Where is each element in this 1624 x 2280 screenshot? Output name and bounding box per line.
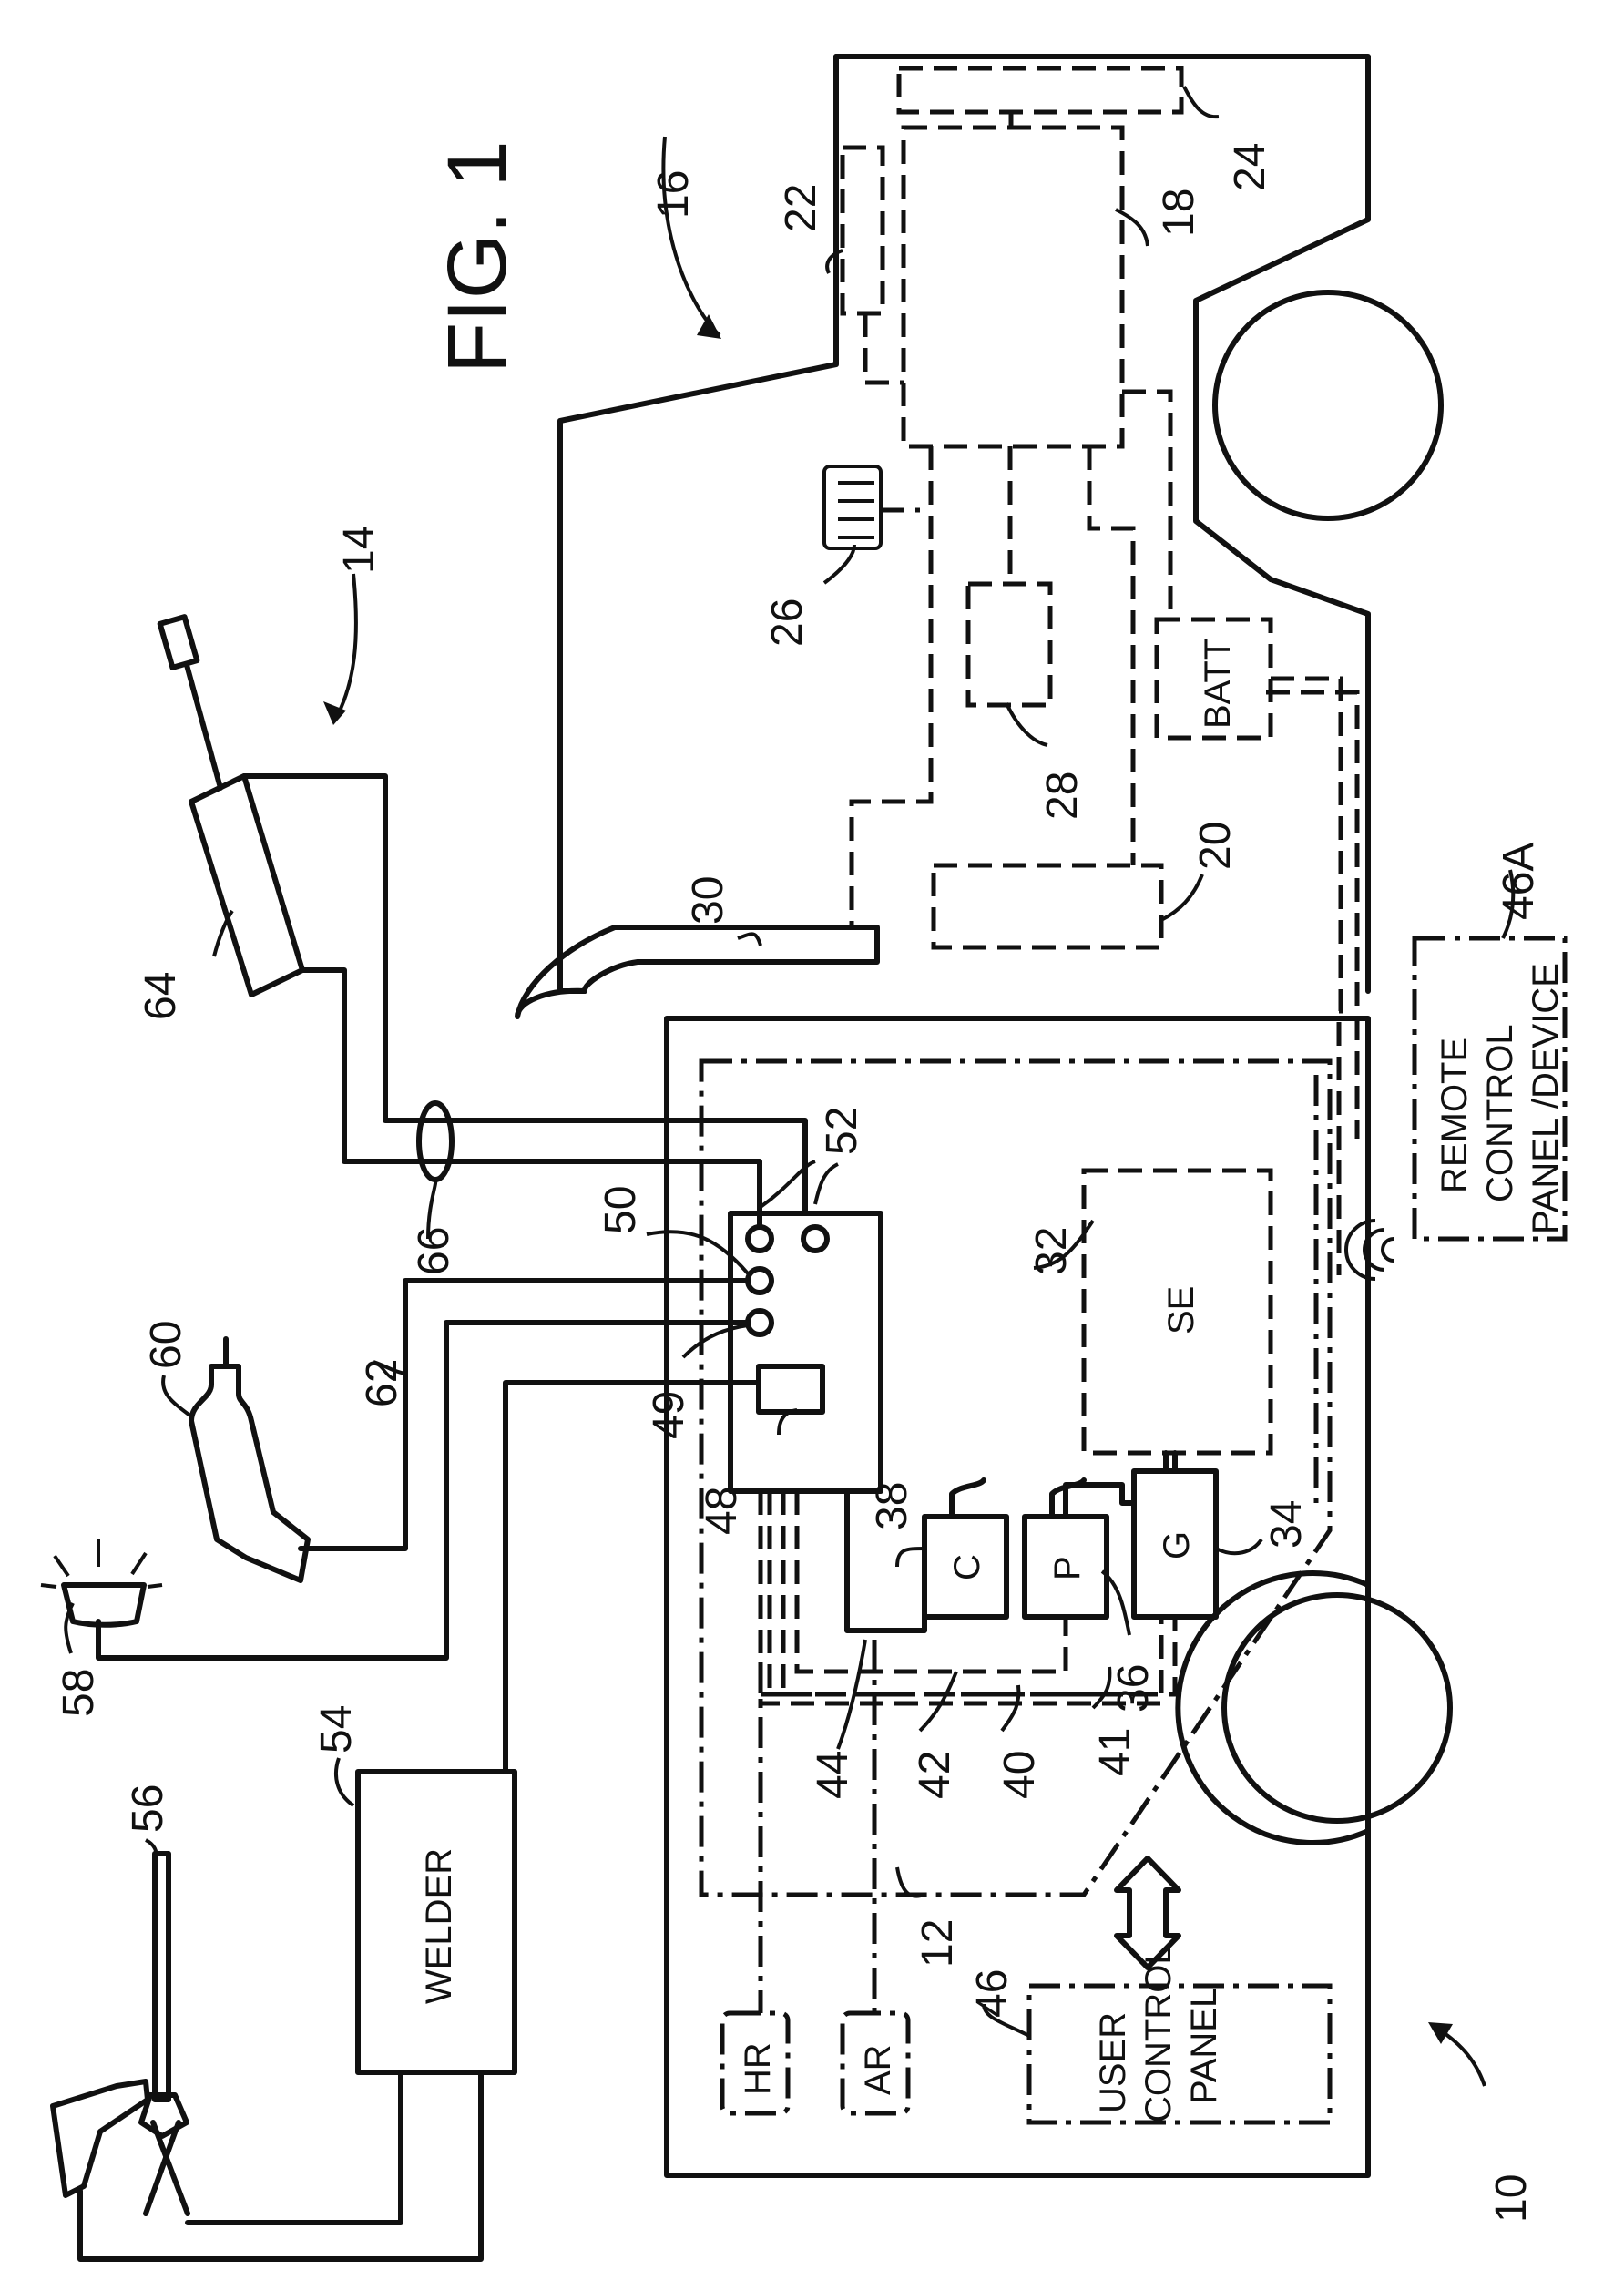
label-user-panel-3: PANEL: [1184, 1988, 1224, 2104]
ref-42: 42: [911, 1751, 959, 1799]
label-c: C: [947, 1554, 987, 1580]
ref-34: 34: [1262, 1500, 1311, 1549]
wireless-icon: [1344, 1219, 1394, 1281]
ref-40: 40: [996, 1751, 1044, 1799]
ref-18: 18: [1155, 189, 1203, 237]
ref-46: 46: [968, 1969, 1016, 2018]
ref-16: 16: [649, 170, 698, 219]
ref-49: 49: [645, 1391, 693, 1439]
ref-12: 12: [914, 1919, 962, 1968]
ref-62: 62: [358, 1359, 406, 1407]
work-light-58: [40, 1320, 751, 1661]
ref-26: 26: [763, 598, 812, 647]
rear-wheel: [1212, 290, 1444, 521]
label-se: SE: [1161, 1286, 1201, 1334]
label-welder: WELDER: [419, 1848, 459, 2004]
ref-36: 36: [1109, 1664, 1158, 1713]
ref-20: 20: [1191, 822, 1240, 870]
ref-28: 28: [1038, 772, 1087, 820]
ref-48: 48: [698, 1487, 746, 1535]
welder-block: [355, 1769, 517, 2075]
tool-60: [189, 1278, 751, 1583]
label-ar: AR: [858, 2044, 898, 2095]
ref-22: 22: [777, 184, 825, 232]
ref-58: 58: [55, 1669, 103, 1717]
label-user-panel-2: CONTROL: [1139, 1944, 1179, 2122]
label-g: G: [1157, 1531, 1197, 1559]
ref-41: 41: [1091, 1728, 1139, 1776]
label-remote-1: REMOTE: [1435, 1038, 1475, 1193]
port-52-b: [801, 1224, 830, 1253]
vehicle-body: [515, 54, 1371, 1019]
welding-gun: [50, 1851, 484, 2262]
ref-52: 52: [818, 1107, 866, 1155]
ref-44: 44: [809, 1751, 857, 1799]
ref-10: 10: [1487, 2174, 1536, 2223]
label-p: P: [1047, 1556, 1088, 1580]
compressor-block: [922, 1514, 1009, 1620]
service-pack-housing: [664, 1016, 1371, 2178]
ref-24: 24: [1226, 143, 1274, 191]
ref-46a: 46A: [1495, 843, 1543, 920]
ref-38: 38: [868, 1482, 916, 1530]
figure-title: FIG. 1: [431, 140, 524, 373]
service-pack-enclosure: [699, 1058, 1333, 1897]
label-batt: BATT: [1198, 639, 1238, 729]
ref-60: 60: [142, 1321, 190, 1369]
label-user-panel-1: USER: [1093, 2012, 1133, 2113]
front-wheel: [1221, 1592, 1453, 1824]
ref-50: 50: [597, 1186, 645, 1234]
ref-56: 56: [124, 1784, 172, 1833]
ref-66: 66: [410, 1227, 458, 1275]
front-fender: [1175, 1570, 1371, 1845]
hydraulic-reservoir: [720, 2010, 791, 2116]
label-remote-3: PANEL /DEVICE: [1526, 963, 1566, 1234]
ref-32: 32: [1027, 1227, 1076, 1275]
label-hr: HR: [738, 2042, 778, 2095]
ref-64: 64: [137, 972, 185, 1020]
label-remote-2: CONTROL: [1480, 1024, 1520, 1202]
ref-54: 54: [312, 1705, 361, 1753]
remote-control-panel: [1412, 936, 1568, 1242]
tool-64: [157, 614, 808, 1230]
ref-14: 14: [335, 526, 383, 574]
ref-30: 30: [684, 876, 732, 925]
air-reservoir: [840, 2010, 911, 2116]
user-control-panel: [1026, 1983, 1333, 2125]
double-arrow-icon: [1114, 1856, 1181, 1970]
leader-lines: [64, 86, 1516, 2087]
